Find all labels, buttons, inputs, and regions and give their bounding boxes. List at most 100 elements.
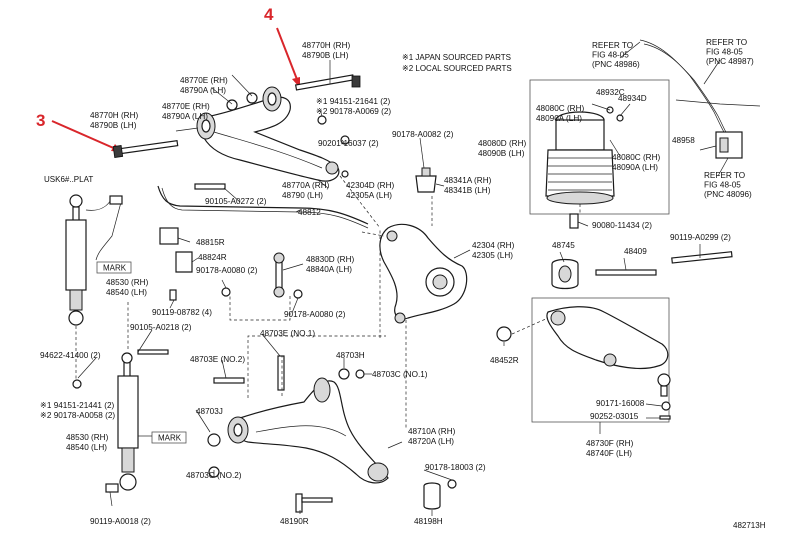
part-label-23-line-0: 48703E (NO.2): [190, 355, 245, 364]
part-label-26-line-1: ※2 90178-A0058 (2): [40, 411, 115, 420]
bolt-90119-a0299: [671, 251, 733, 264]
part-label-41-line-0: 90080-11434 (2): [592, 221, 652, 230]
part-label-48-line-1: 48740F (LH): [586, 449, 632, 458]
steering-knuckle: [379, 223, 468, 324]
part-label-44-line-0: 90119-A0299 (2): [670, 233, 731, 242]
bolt-90105-a0272: [194, 183, 226, 190]
nut-90178-18003: [447, 479, 457, 489]
part-label-14-line-0: 48830D (RH): [306, 255, 355, 264]
part-label-3-line-1: 48790B (LH): [90, 121, 137, 130]
lower-control-arm: [227, 377, 389, 484]
part-label-1-line-1: 48790A (LH): [180, 86, 226, 95]
lower-arm-right: [546, 306, 671, 397]
part-label-37-line-0: 48080C (RH): [536, 104, 585, 113]
part-label-37-line-1: 48090A (LH): [536, 114, 582, 123]
ref-r2-line-0: REFER TO: [706, 38, 747, 47]
nut-48703c-no1: [355, 369, 365, 379]
figure-id: 482713H: [733, 521, 766, 530]
air-spring-frame: [529, 79, 670, 215]
bolt-48703e-no1: [277, 355, 285, 391]
part-label-32-line-0: 90119-A0018 (2): [90, 517, 151, 526]
part-label-7-line-0: 48341A (RH): [444, 176, 492, 185]
ref-r1-line-0: REFER TO: [592, 41, 633, 50]
part-label-25-line-0: 48703C (NO.1): [372, 370, 428, 379]
bump-stop: [415, 167, 437, 193]
part-label-39-line-1: 48090A (LH): [612, 163, 658, 172]
callout-4-number: 4: [264, 5, 274, 24]
part-label-30-line-0: 90178-18003 (2): [425, 463, 486, 472]
part-label-42-line-0: 48745: [552, 241, 575, 250]
part-label-5-line-0: 90201-16037 (2): [318, 139, 379, 148]
part-label-45-line-0: 48452R: [490, 356, 519, 365]
cam-48703j: [207, 433, 221, 447]
cam-48703h: [338, 368, 350, 380]
note-japan: ※1 JAPAN SOURCED PARTS: [402, 53, 511, 62]
bushing-48190r: [295, 493, 333, 513]
callout-3-number: 3: [36, 111, 45, 130]
part-label-8-line-1: 42305A (LH): [346, 191, 392, 200]
note-local: ※2 LOCAL SOURCED PARTS: [402, 64, 512, 73]
ref-r2-line-1: FIG 48-05: [706, 48, 743, 57]
part-label-19-line-0: 48530 (RH): [106, 278, 149, 287]
part-label-11-line-0: 48812: [298, 208, 321, 217]
part-label-28-line-0: 48530 (RH): [66, 433, 109, 442]
bolt-90119-a0018: [105, 483, 119, 493]
part-label-12-line-0: 48815R: [196, 238, 225, 247]
part-label-3-line-0: 48770H (RH): [90, 111, 139, 120]
shock-absorber-usk: [65, 194, 123, 326]
part-label-48-line-0: 48730F (RH): [586, 439, 634, 448]
part-label-6-line-0: 90178-A0082 (2): [392, 130, 454, 139]
part-label-17-line-1: 42305 (LH): [472, 251, 513, 260]
leader-lines: [77, 41, 729, 516]
upper-arm-bolt-left: [112, 140, 179, 158]
part-label-14-line-1: 48840A (LH): [306, 265, 352, 274]
bolt-48703e-no2: [213, 377, 245, 384]
upper-control-arm: [196, 86, 340, 182]
mark-label-2: MARK: [158, 434, 182, 443]
stabilizer-link: [273, 252, 285, 298]
part-label-4-line-1: ※2 90178-A0069 (2): [316, 107, 391, 116]
part-label-24-line-0: 48703H: [336, 351, 365, 360]
part-label-47-line-0: 90252-03015: [590, 412, 639, 421]
cam-48452r: [496, 326, 512, 342]
part-label-9-line-0: 48770A (RH): [282, 181, 330, 190]
part-label-34-line-0: 48198H: [414, 517, 443, 526]
part-label-46-line-0: 90171-16008: [596, 399, 645, 408]
bolt-90080-11434: [569, 213, 579, 229]
note-usk: USK6#..PLAT: [44, 175, 93, 184]
ref-r2-line-2: (PNC 48987): [706, 57, 754, 66]
stabilizer-bar: [157, 185, 369, 229]
callout-4: 4: [264, 5, 300, 88]
mark-box-2: [151, 431, 187, 444]
part-number-labels: 48770H (RH)48790B (LH)48770E (RH)48790A …: [40, 41, 731, 526]
part-label-26-line-0: ※1 94151-21441 (2): [40, 401, 115, 410]
part-label-7-line-1: 48341B (LH): [444, 186, 491, 195]
part-label-10-line-0: 90105-A0272 (2): [205, 197, 267, 206]
part-label-13-line-0: 48824R: [198, 253, 227, 262]
part-label-38-line-1: 48090B (LH): [478, 149, 525, 158]
air-spring: [545, 106, 624, 205]
part-label-38-line-0: 48080D (RH): [478, 139, 527, 148]
lower-arm-frame: [531, 297, 670, 423]
height-sensor-48958: [699, 131, 743, 159]
part-label-19-line-1: 48540 (LH): [106, 288, 147, 297]
ref-r1-line-2: (PNC 48986): [592, 60, 640, 69]
washer-upper: [317, 115, 327, 125]
part-label-28-line-1: 48540 (LH): [66, 443, 107, 452]
bolt-90105-a0218: [137, 349, 169, 355]
ref-r1-line-1: FIG 48-05: [592, 51, 629, 60]
assembly-dashes: [75, 175, 581, 430]
part-label-18-line-0: 90119-08782 (4): [152, 308, 212, 317]
part-label-2-line-1: 48790A (LH): [162, 112, 208, 121]
part-label-21-line-0: 48703E (NO.1): [260, 329, 315, 338]
part-label-4-line-0: ※1 94151-21641 (2): [316, 97, 391, 106]
part-label-16-line-0: 90178-A0080 (2): [284, 310, 346, 319]
nut-90178-a0080-b: [293, 289, 303, 299]
pin-90252-03015: [659, 415, 671, 420]
part-label-8-line-0: 42304D (RH): [346, 181, 395, 190]
ref-r3-line-0: REFER TO: [704, 171, 745, 180]
part-label-15-line-0: 90178-A0080 (2): [196, 266, 258, 275]
upper-arm-bolt-right: [294, 74, 361, 91]
